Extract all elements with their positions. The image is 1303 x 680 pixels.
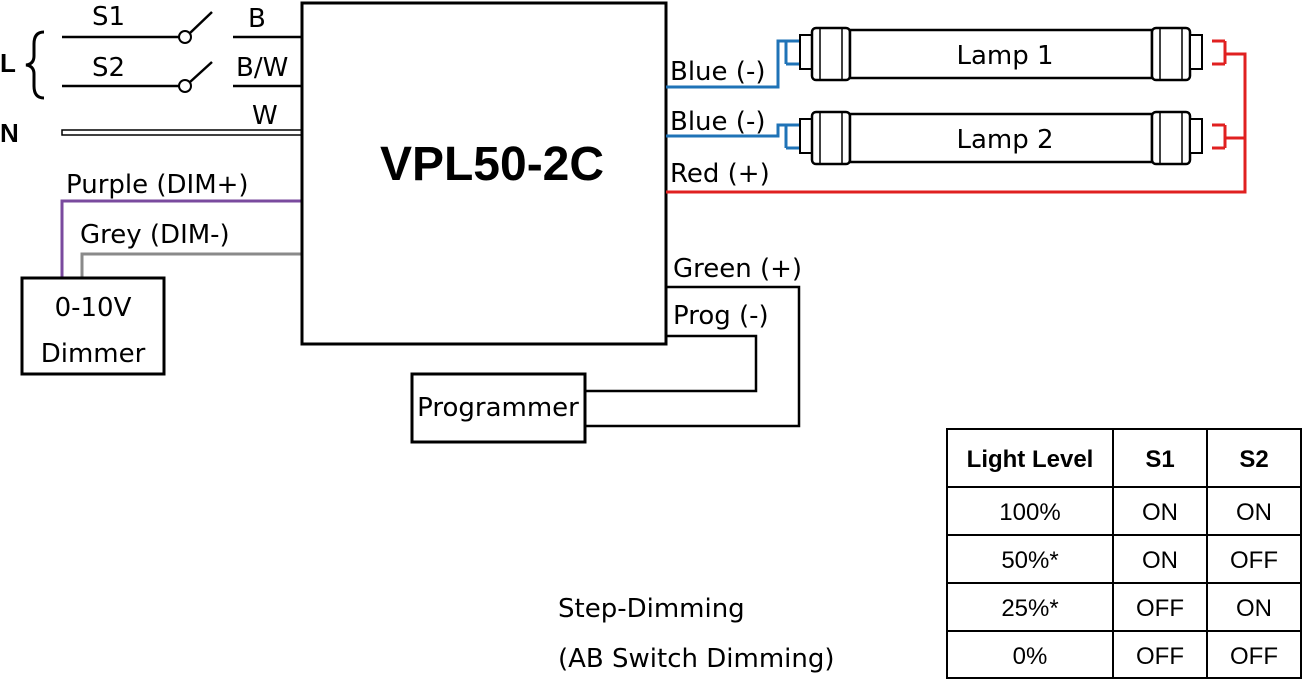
purple-wire <box>60 199 302 278</box>
lamp-1-label: Lamp 1 <box>956 41 1053 71</box>
s1-label: S1 <box>92 2 125 32</box>
lamp-2-label: Lamp 2 <box>956 125 1053 155</box>
table-cell: 50%* <box>1001 547 1058 574</box>
line-brace <box>25 30 45 100</box>
dimmer-label-line1: 0-10V <box>55 293 132 323</box>
step-dimming-table <box>946 428 1302 679</box>
table-cell: 25%* <box>1001 595 1058 622</box>
table-cell: ON <box>1142 547 1178 574</box>
table-cell: OFF <box>1230 643 1278 670</box>
purple-wire-label: Purple (DIM+) <box>66 170 249 200</box>
table-cell: ON <box>1236 499 1272 526</box>
table-cell: ON <box>1142 499 1178 526</box>
table-cell: ON <box>1236 595 1272 622</box>
ballast-box <box>300 1 668 346</box>
prog-wire <box>585 334 758 393</box>
programmer-box <box>410 372 587 444</box>
grey-wire-label: Grey (DIM-) <box>80 220 230 250</box>
table-header-s2: S2 <box>1239 446 1268 473</box>
neutral-label: N <box>0 118 19 148</box>
line-label: L <box>0 48 16 78</box>
red-wire-label: Red (+) <box>670 159 770 189</box>
table-cell: OFF <box>1136 643 1184 670</box>
switch-s1 <box>62 11 302 44</box>
blue-wire-1-label: Blue (-) <box>670 57 765 87</box>
b-wire-label: B <box>248 4 266 34</box>
lamp-1 <box>799 26 1203 82</box>
caption-line1: Step-Dimming <box>558 594 745 624</box>
table-cell: OFF <box>1230 547 1278 574</box>
caption-line2: (AB Switch Dimming) <box>558 644 835 674</box>
programmer-label: Programmer <box>417 393 579 423</box>
red-wire <box>666 39 1247 194</box>
ballast-model: VPL50-2C <box>380 138 604 191</box>
grey-wire <box>80 252 302 278</box>
s2-label: S2 <box>92 53 125 83</box>
table-cell: OFF <box>1136 595 1184 622</box>
green-wire-label: Green (+) <box>673 254 802 284</box>
lamp-2 <box>799 110 1203 166</box>
table-header-light-level: Light Level <box>967 446 1094 473</box>
switch-s2 <box>62 61 302 93</box>
table-cell: 100% <box>999 499 1060 526</box>
dimmer-label-line2: Dimmer <box>41 339 146 369</box>
table-cell: 0% <box>1013 643 1048 670</box>
dimmer-box <box>20 276 166 376</box>
blue-wire-2-label: Blue (-) <box>670 107 765 137</box>
prog-wire-label: Prog (-) <box>673 301 769 331</box>
w-wire-label: W <box>252 101 278 131</box>
green-wire <box>585 285 801 428</box>
bw-wire-label: B/W <box>236 53 288 83</box>
table-header-s1: S1 <box>1145 446 1174 473</box>
